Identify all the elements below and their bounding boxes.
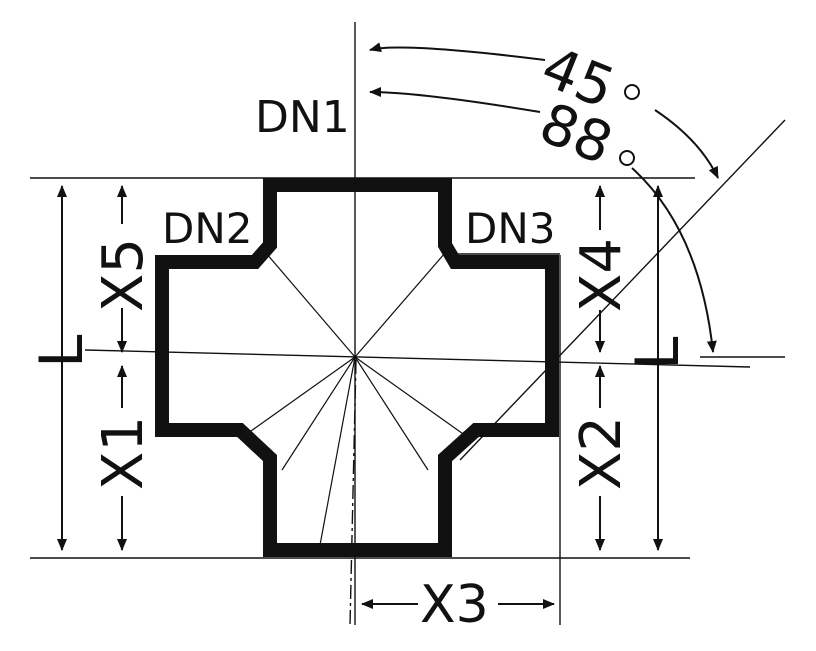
ray <box>354 356 467 437</box>
x5-label: X5 <box>91 238 156 312</box>
x1-label: X1 <box>91 416 156 490</box>
degree-circle-icon <box>624 84 640 100</box>
slanted-center-axis <box>349 359 357 626</box>
x3-label: X3 <box>420 575 489 635</box>
dn2-label: DN2 <box>162 204 252 253</box>
ray <box>354 252 446 358</box>
ray <box>281 356 356 471</box>
angle-88-arrow-top <box>369 87 541 113</box>
angle-arcs <box>369 42 719 353</box>
ray <box>354 356 429 471</box>
ray <box>319 356 356 546</box>
x2-label: X2 <box>569 416 634 490</box>
angle-88-arrow-bottom <box>631 167 717 353</box>
dn3-label: DN3 <box>465 204 555 253</box>
angle-88-label: 88 <box>531 91 621 178</box>
horizontal-center-axis <box>84 349 751 368</box>
dn1-label: DN1 <box>255 92 350 143</box>
ray <box>243 356 356 437</box>
l-left-label: L <box>27 334 97 368</box>
angle-45-arrow-top <box>369 42 546 61</box>
dimension-arrows <box>57 185 663 609</box>
degree-circle-icon <box>619 150 635 166</box>
center-axes <box>84 22 786 626</box>
ray <box>265 252 356 358</box>
center-rays <box>243 252 467 546</box>
x4-label: X4 <box>569 238 634 312</box>
l-right-label: L <box>623 336 693 370</box>
cross-fitting-outline <box>155 178 559 557</box>
diagonal-45-axis <box>459 119 786 461</box>
angle-45-arrow-bottom <box>654 109 719 179</box>
